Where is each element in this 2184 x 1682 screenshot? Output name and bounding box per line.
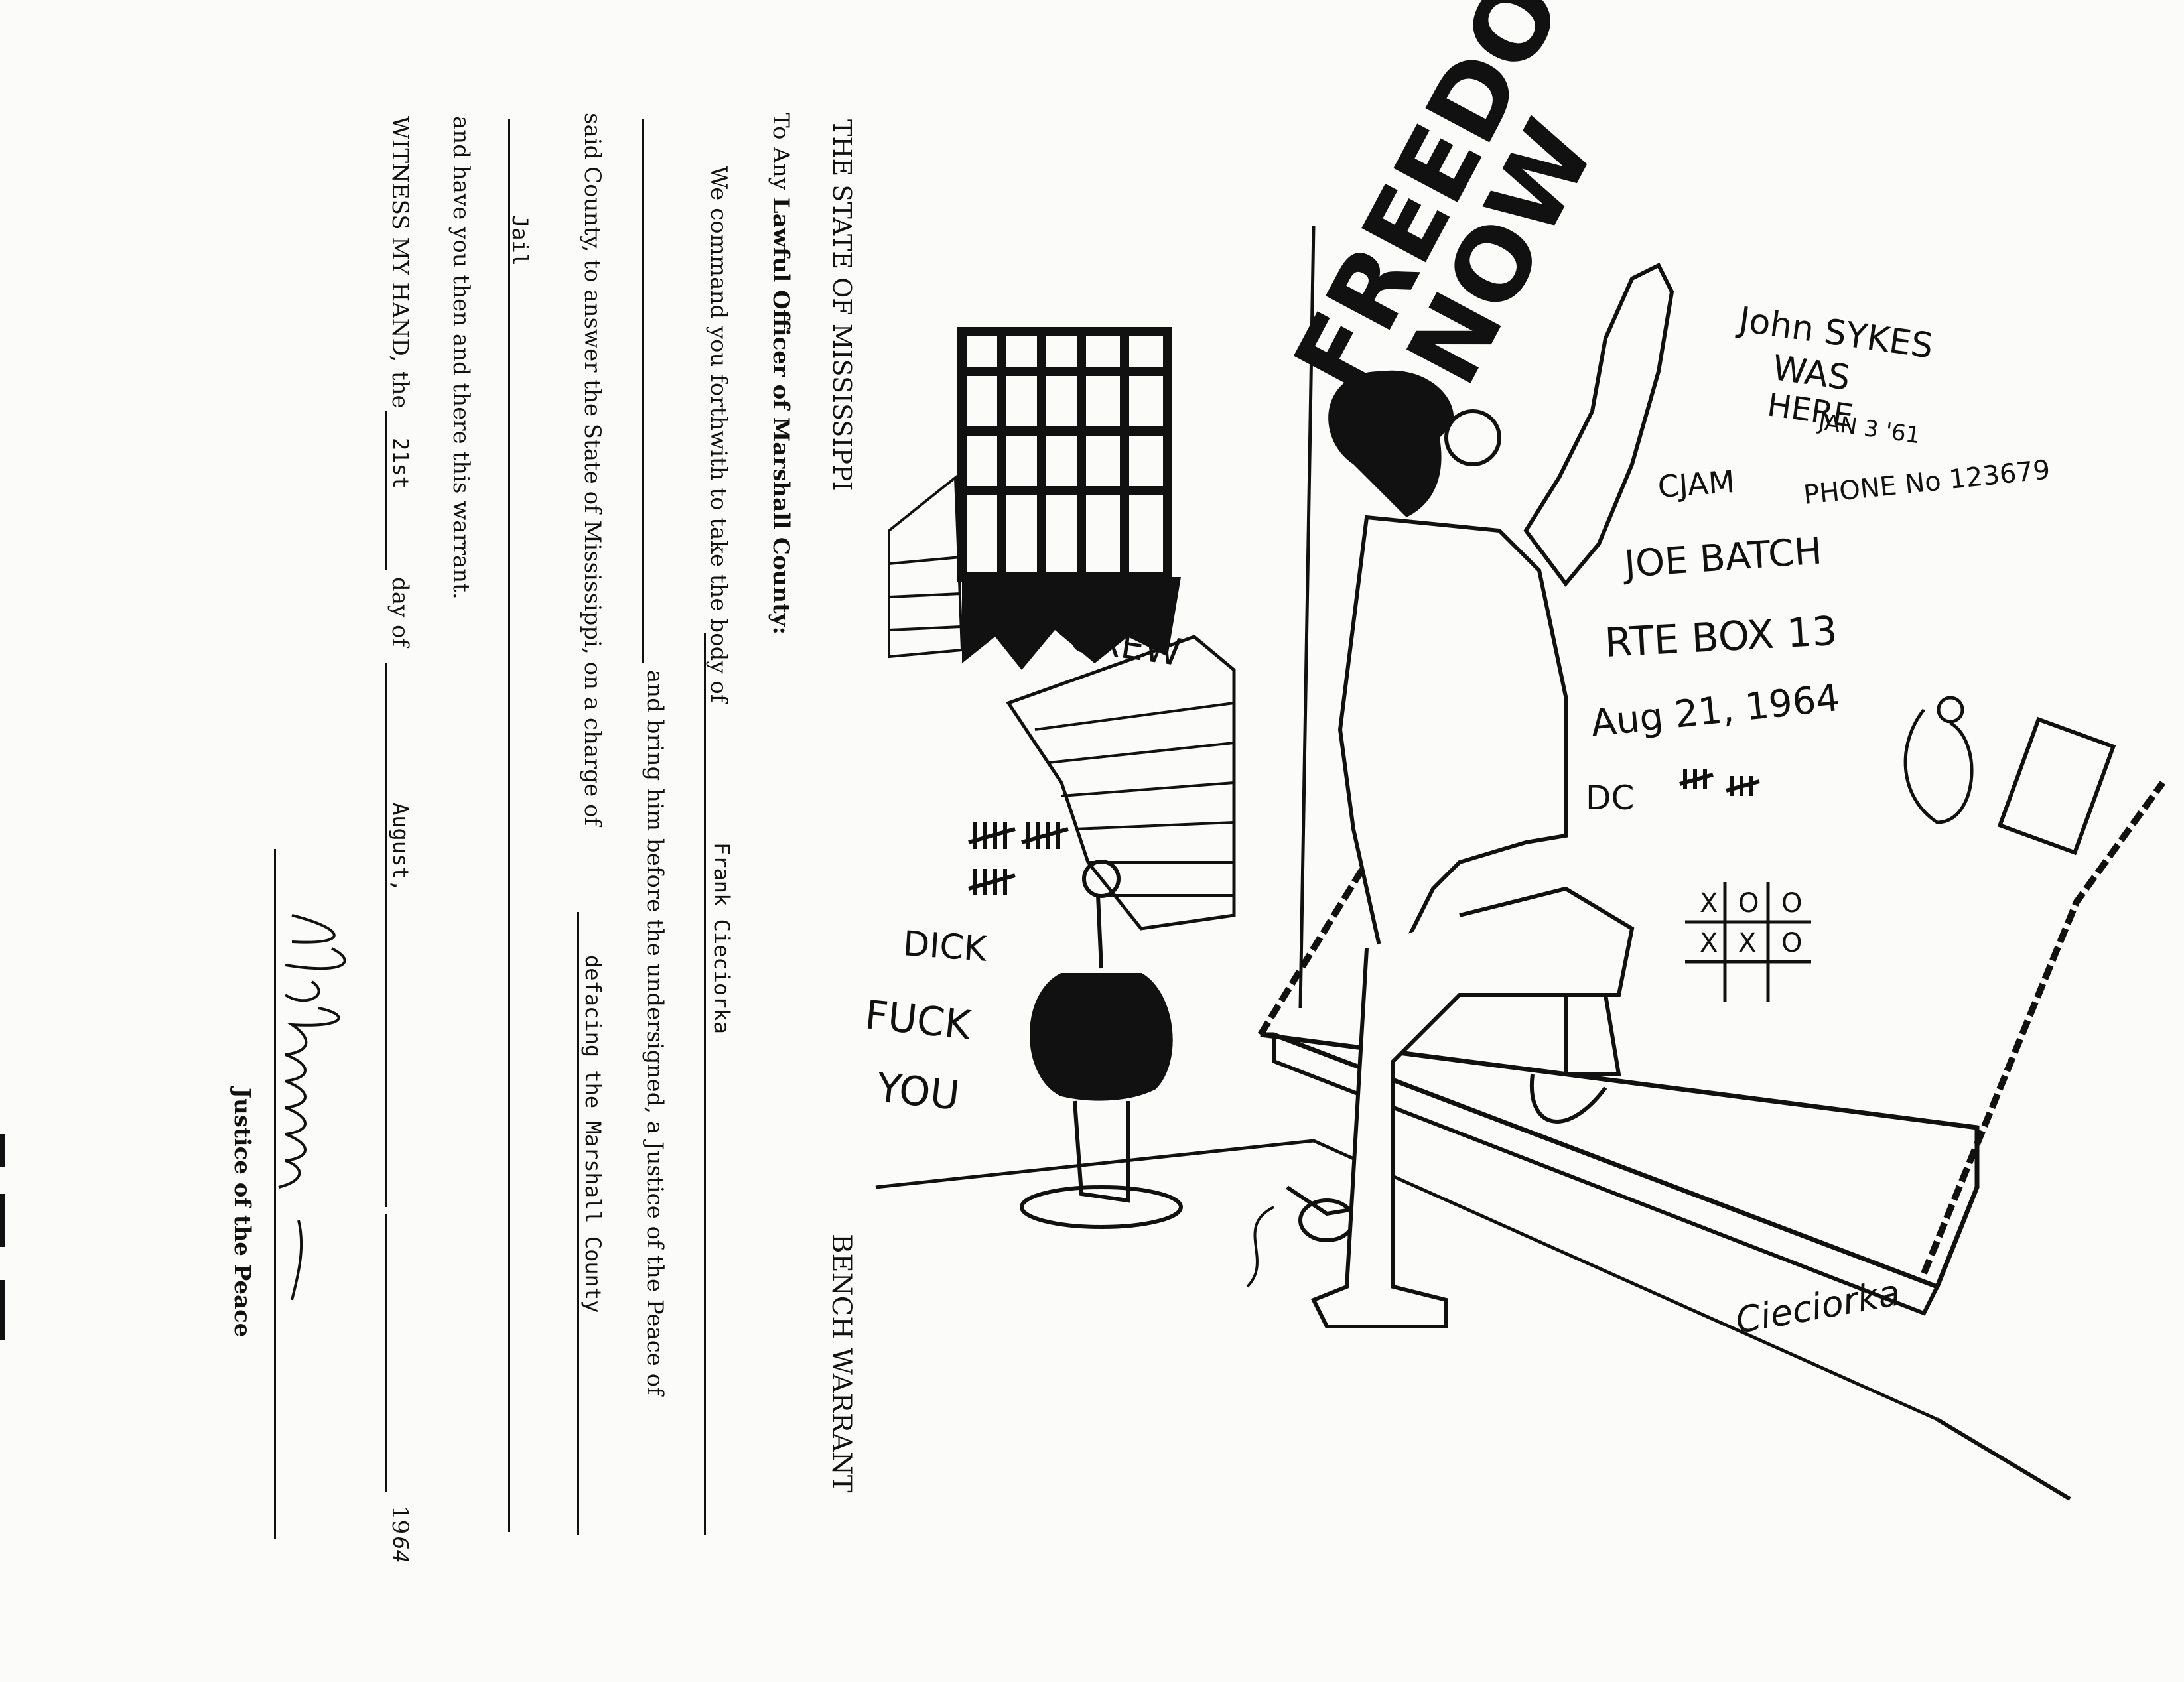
prisoner-figure (1310, 262, 1674, 1328)
ttt-cell-3: O (1781, 888, 1802, 919)
scan-edge-mark (0, 1194, 5, 1247)
tally-marks-icon (968, 769, 1760, 895)
charge-continued-line (508, 119, 510, 1532)
year-prefix: 19 (387, 1506, 413, 1535)
graffiti-joe: JOE BATCH (1621, 529, 1823, 586)
exposed-bricks-icon (1006, 635, 1236, 931)
command-text: We command you forthwith to take the bod… (705, 166, 732, 703)
graffiti-phone: PHONE No 123679 (1802, 454, 2051, 511)
prisoner-head-icon (1328, 370, 1501, 517)
return-text: and have you then and there this warrant… (448, 116, 474, 600)
warrant-heading: BENCH WARRANT (826, 1234, 856, 1493)
graffiti-rte-box: RTE BOX 13 (1604, 608, 1838, 667)
month-value: August, (388, 803, 413, 892)
bring-text: and bring him before the undersigned, a … (642, 670, 668, 1395)
ttt-cell-6: O (1781, 928, 1802, 958)
graffiti-dick: DICK (902, 924, 989, 970)
day-line (385, 411, 387, 570)
toilet-icon (1020, 860, 1183, 1229)
scan-edge-mark (0, 1134, 5, 1167)
ttt-cell-2: O (1738, 888, 1759, 919)
ttt-cell-1: X (1700, 888, 1718, 919)
jail-cartoon: X O O X X O FREEDOM NOW John SYKES WAS H (862, 0, 2184, 1682)
warrant-form: THE STATE OF MISSISSIPPI BENCH WARRANT T… (40, 0, 862, 1682)
address-officer: Lawful Officer of Marshall County: (768, 197, 794, 635)
month-line (385, 663, 387, 1207)
address-line: To Any Lawful Officer of Marshall County… (768, 113, 794, 635)
justice-signature (278, 914, 346, 1301)
graffiti-date: Aug 21, 1964 (1589, 677, 1842, 745)
year-value: 64 (388, 1536, 413, 1563)
bird-doodle-icon (1903, 696, 1974, 824)
graffiti-you: YOU (874, 1065, 961, 1120)
signature-title: Justice of the Peace (229, 1088, 255, 1338)
cartoon-drawing: X O O X X O FREEDOM NOW John SYKES WAS H (862, 0, 2166, 1501)
graffiti-fuck: FUCK (862, 992, 974, 1049)
month-line-end (385, 1214, 387, 1492)
day-value: 21st (388, 438, 413, 489)
charge-value: defacing the Marshall County (580, 955, 606, 1313)
graffiti-sykes-date: JAN 3 '61 (1816, 409, 1922, 449)
day-of-label: day of (387, 577, 413, 647)
charge-continued: Jail (508, 215, 533, 267)
ttt-cell-5: X (1738, 928, 1756, 958)
defendant-name-line (704, 633, 706, 1535)
broken-plaster-icon (962, 577, 1181, 670)
graffiti-dc: DC (1586, 779, 1634, 817)
state-heading: THE STATE OF MISSISSIPPI (827, 119, 856, 491)
witness-label: WITNESS MY HAND, (387, 116, 413, 363)
tic-tac-toe-grid (1685, 882, 1811, 1002)
graffiti-cjam: CJAM (1657, 464, 1736, 505)
blank-line-1 (642, 119, 644, 663)
address-prefix: To Any (768, 113, 794, 198)
county-text: said County, to answer the State of Miss… (579, 113, 606, 826)
wall-plate-icon (1997, 716, 2116, 856)
bunk-chain-icon (1257, 781, 2166, 1275)
window-bars-icon (957, 327, 1172, 582)
artist-signature: Cieciorka (1732, 1271, 1903, 1341)
ttt-cell-4: X (1700, 928, 1718, 958)
charge-line (577, 912, 579, 1535)
defendant-name: Frank Cieciorka (709, 842, 734, 1034)
the-label: the (387, 371, 413, 409)
scan-edge-mark (0, 1280, 5, 1340)
